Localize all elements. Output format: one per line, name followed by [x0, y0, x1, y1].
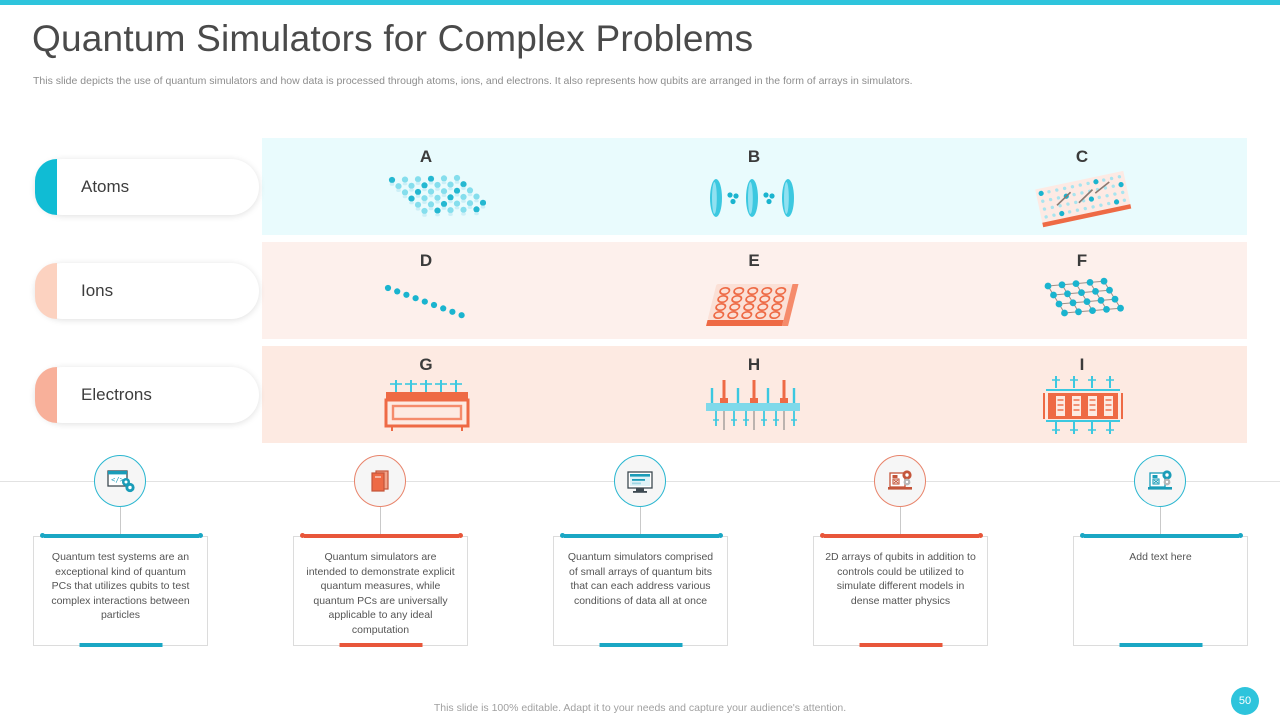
- rule-dot-right: [1238, 533, 1243, 538]
- info-card-text: Quantum simulators comprised of small ar…: [567, 551, 714, 607]
- info-card-top-rule: [560, 533, 723, 538]
- info-card-icon-circle[interactable]: [1134, 455, 1186, 507]
- laptop-gear-icon: [885, 466, 915, 496]
- ion-chain-icon: [366, 270, 486, 334]
- matrix-cell-letter: B: [747, 147, 761, 166]
- category-pill-label: Electrons: [81, 385, 152, 404]
- info-card[interactable]: Quantum simulators comprised of small ar…: [553, 533, 728, 647]
- info-card-node: [354, 455, 406, 535]
- monitor-screen-icon: [625, 466, 655, 496]
- matrix-cell-c[interactable]: C: [918, 138, 1246, 235]
- category-pill-label: Ions: [81, 281, 114, 300]
- info-card-bottom-rule: [339, 643, 422, 647]
- matrix-cell-e[interactable]: E: [590, 242, 918, 339]
- page-number-badge: 50: [1231, 687, 1259, 715]
- rule-dot-right: [458, 533, 463, 538]
- page-subtitle: This slide depicts the use of quantum si…: [33, 75, 913, 87]
- matrix-cell-letter: H: [747, 355, 761, 374]
- matrix-row-atoms: A B C: [262, 138, 1247, 235]
- info-card-text: Add text here: [1129, 551, 1192, 563]
- category-pill-atoms[interactable]: Atoms: [35, 159, 259, 215]
- electron-chip-device-icon: [366, 374, 486, 438]
- info-card-node: [874, 455, 926, 535]
- category-pill-ions[interactable]: Ions: [35, 263, 259, 319]
- info-card-bottom-rule: [79, 643, 162, 647]
- control-lines-icon: [694, 374, 814, 438]
- matrix-cell-letter: C: [1075, 147, 1089, 166]
- info-card-icon-circle[interactable]: [614, 455, 666, 507]
- quantum-processor-chip-icon: [1022, 374, 1142, 438]
- rule-dot-left: [40, 533, 45, 538]
- info-card-icon-circle[interactable]: [874, 455, 926, 507]
- info-card[interactable]: Quantum simulators are intended to demon…: [293, 533, 468, 647]
- node-stem: [639, 507, 641, 535]
- matrix-cell-h[interactable]: H: [590, 346, 918, 443]
- info-card-bottom-rule: [599, 643, 682, 647]
- node-stem: [1159, 507, 1161, 535]
- matrix-cell-letter: E: [748, 251, 760, 270]
- matrix-cell-letter: I: [1079, 355, 1085, 374]
- rule-dot-left: [1080, 533, 1085, 538]
- qubit-lattice-mesh-icon: [1022, 270, 1142, 334]
- ion-trap-plate-icon: [694, 270, 814, 334]
- matrix-cell-letter: D: [419, 251, 433, 270]
- rule-dot-left: [560, 533, 565, 538]
- rule-dot-left: [820, 533, 825, 538]
- svg-text:</>: </>: [111, 476, 124, 484]
- info-card-text: Quantum test systems are an exceptional …: [51, 551, 190, 621]
- rule-dot-right: [718, 533, 723, 538]
- stacked-books-icon: [365, 466, 395, 496]
- category-pill-cap: [35, 263, 57, 319]
- info-card-text: 2D arrays of qubits in addition to contr…: [825, 551, 976, 607]
- info-card-icon-circle[interactable]: [354, 455, 406, 507]
- footer-note: This slide is 100% editable. Adapt it to…: [433, 702, 847, 714]
- code-window-gears-icon: </>: [105, 466, 135, 496]
- matrix-cell-d[interactable]: D: [262, 242, 590, 339]
- atom-array-grid-icon: [366, 166, 493, 230]
- matrix-cell-letter: G: [419, 355, 433, 374]
- category-pill-electrons[interactable]: Electrons: [35, 367, 259, 423]
- matrix-cell-letter: A: [419, 147, 433, 166]
- node-stem: [119, 507, 121, 535]
- info-card-node: [1134, 455, 1186, 535]
- info-card[interactable]: Quantum test systems are an exceptional …: [33, 533, 208, 647]
- matrix-row-electrons: G H I: [262, 346, 1247, 443]
- matrix-row-ions: D E F: [262, 242, 1247, 339]
- matrix-cell-b[interactable]: B: [590, 138, 918, 235]
- node-stem: [899, 507, 901, 535]
- info-card[interactable]: Add text here: [1073, 533, 1248, 647]
- matrix-cell-a[interactable]: A: [262, 138, 590, 235]
- top-accent-bar: [0, 0, 1280, 5]
- matrix-cell-g[interactable]: G: [262, 346, 590, 443]
- matrix-cell-f[interactable]: F: [918, 242, 1246, 339]
- rule-dot-right: [198, 533, 203, 538]
- info-card-top-rule: [300, 533, 463, 538]
- laptop-gear-teal-icon: [1145, 466, 1175, 496]
- tilted-qubit-plate-icon: [1022, 166, 1142, 230]
- rule-dot-right: [978, 533, 983, 538]
- page-title: Quantum Simulators for Complex Problems: [32, 18, 754, 59]
- optical-lattice-lenses-icon: [694, 166, 814, 230]
- info-card-bottom-rule: [859, 643, 942, 647]
- info-card-icon-circle[interactable]: </>: [94, 455, 146, 507]
- matrix-cell-letter: F: [1076, 251, 1088, 270]
- category-pill-label: Atoms: [81, 177, 130, 196]
- category-pill-cap: [35, 159, 57, 215]
- info-card-top-rule: [820, 533, 983, 538]
- info-card-bottom-rule: [1119, 643, 1202, 647]
- info-card[interactable]: 2D arrays of qubits in addition to contr…: [813, 533, 988, 647]
- info-card-text: Quantum simulators are intended to demon…: [306, 551, 455, 636]
- info-card-node: [614, 455, 666, 535]
- node-stem: [379, 507, 381, 535]
- category-pill-cap: [35, 367, 57, 423]
- matrix-cell-i[interactable]: I: [918, 346, 1246, 443]
- info-card-top-rule: [1080, 533, 1243, 538]
- info-card-node: </>: [94, 455, 146, 535]
- info-card-top-rule: [40, 533, 203, 538]
- rule-dot-left: [300, 533, 305, 538]
